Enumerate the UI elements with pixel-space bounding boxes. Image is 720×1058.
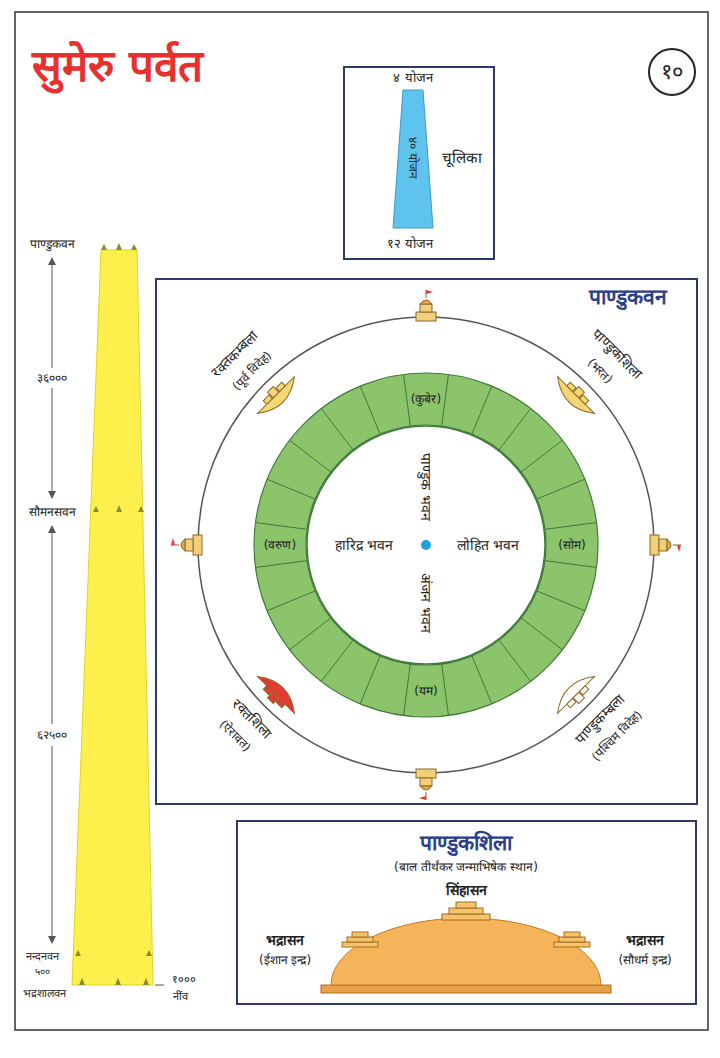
throne-tier bbox=[449, 908, 483, 914]
arrowhead bbox=[48, 525, 56, 533]
ring-segment-line bbox=[472, 386, 492, 434]
ring-segment-line bbox=[499, 640, 531, 681]
bhavan-name: लोहित भवन bbox=[457, 537, 519, 554]
ring-group bbox=[254, 373, 598, 717]
dimension: ४ योजन bbox=[393, 70, 432, 86]
page-number-circle: १० bbox=[648, 48, 696, 96]
ring-segment-line bbox=[442, 664, 449, 716]
shila bbox=[551, 670, 600, 719]
tree-marks bbox=[75, 243, 152, 985]
bhavan-name: अंजन भवन bbox=[418, 573, 435, 632]
page-border bbox=[15, 12, 708, 1030]
dimension: १२ योजन bbox=[387, 236, 433, 252]
mountain bbox=[72, 250, 153, 985]
throne-tier bbox=[456, 902, 476, 908]
ring-segment-line bbox=[521, 440, 562, 472]
seat-tier bbox=[559, 937, 585, 942]
ring-segment-line bbox=[255, 523, 307, 530]
ring-segment-line bbox=[499, 409, 531, 450]
leader-line bbox=[155, 985, 164, 986]
ring-segment-line bbox=[545, 523, 597, 530]
ring-segment-line bbox=[360, 386, 380, 434]
seat-name: भद्रासन bbox=[266, 932, 304, 949]
seat-owner: (ईशान इन्द्र) bbox=[259, 953, 311, 967]
ring-segment-line bbox=[267, 591, 315, 611]
level-name: सौमनसवन bbox=[29, 505, 76, 519]
temple bbox=[416, 290, 436, 321]
center-dot bbox=[421, 540, 431, 550]
temple bbox=[416, 769, 436, 800]
panel-title: पाण्डुकशिला bbox=[420, 831, 512, 856]
dimension: ५०० bbox=[35, 966, 50, 978]
dimension: ६२५०० bbox=[35, 728, 69, 742]
arrowhead bbox=[48, 491, 56, 499]
inner-circle: पाण्डुक भवन हारिद्र भवन लोहित भवन अंजन भवन bbox=[306, 425, 546, 665]
temple bbox=[650, 535, 681, 555]
shila bbox=[551, 371, 600, 420]
dimension: १००० bbox=[172, 973, 196, 986]
direction-name: (यम) bbox=[412, 684, 439, 698]
part-name: चूलिका bbox=[442, 149, 482, 167]
bhavan-name: हारिद्र भवन bbox=[335, 537, 393, 554]
ring-segment-line bbox=[360, 656, 380, 704]
bhavan-name: पाण्डुक भवन bbox=[418, 453, 435, 520]
arrowhead bbox=[48, 257, 56, 265]
ring-segment-line bbox=[255, 561, 307, 568]
ring-segment-line bbox=[472, 656, 492, 704]
arrowhead bbox=[48, 936, 56, 944]
ring-segment-line bbox=[321, 409, 353, 450]
ring-segment-line bbox=[537, 591, 585, 611]
dimension-line bbox=[52, 530, 53, 724]
dimension: ४० योजन bbox=[406, 137, 420, 179]
page-title: सुमेरु पर्वत bbox=[32, 40, 203, 93]
level-name: भद्रशालवन bbox=[23, 987, 66, 1000]
seat-tier bbox=[352, 932, 368, 937]
chulika-shape: ४० योजन bbox=[393, 90, 433, 228]
direction-name: (वरुण) bbox=[262, 538, 298, 552]
ring-segment-line bbox=[521, 618, 562, 650]
seat-tier bbox=[564, 932, 580, 937]
dimension-line bbox=[52, 262, 53, 368]
seat-owner: (सौधर्म इन्द्र) bbox=[618, 953, 671, 967]
chulika-box: ४ योजन चूलिका १२ योजन ४० योजन bbox=[343, 66, 495, 260]
temple bbox=[171, 535, 202, 555]
seat-tier bbox=[342, 942, 378, 947]
outer-circle bbox=[198, 317, 654, 773]
pandukshila-panel: पाण्डुकशिला (बाल तीर्थंकर जन्माभिषेक स्था… bbox=[236, 820, 697, 1005]
ring-segment-line bbox=[267, 479, 315, 499]
ring-segment-line bbox=[545, 561, 597, 568]
level-name: नींव bbox=[173, 990, 188, 1003]
chulika-trapezoid bbox=[393, 90, 433, 228]
dimension-line bbox=[52, 388, 53, 494]
seat-name: सिंहासन bbox=[446, 882, 487, 899]
dimension: ३६००० bbox=[35, 371, 69, 385]
ring-segment-line bbox=[290, 440, 331, 472]
seat-tier bbox=[554, 942, 590, 947]
level-name: नन्दनवन bbox=[26, 950, 59, 963]
panel-title: पाण्डुकवन bbox=[589, 285, 667, 310]
green-ring-band bbox=[254, 373, 598, 717]
ring-segment-line bbox=[290, 618, 331, 650]
shila bbox=[252, 371, 301, 420]
seat-tier bbox=[347, 937, 373, 942]
inner-circle-shape bbox=[307, 426, 545, 664]
throne-tier bbox=[442, 914, 490, 920]
direction-name: (कुबेर) bbox=[409, 392, 443, 406]
level-name: पाण्डुकवन bbox=[30, 237, 75, 251]
seat-name: भद्रासन bbox=[626, 932, 664, 949]
green-ring: (कुबेर) (वरुण) (सोम) (यम) पाण्डुक भवन हारिद्र… bbox=[254, 373, 598, 717]
dome-base bbox=[321, 985, 611, 993]
ring-segment-line bbox=[404, 664, 411, 716]
ring-segment-line bbox=[537, 479, 585, 499]
direction-name: (सोम) bbox=[556, 538, 587, 552]
dimension-line bbox=[52, 746, 53, 939]
ring-segment-line bbox=[321, 640, 353, 681]
panel-subtitle: (बाल तीर्थंकर जन्माभिषेक स्थान) bbox=[394, 860, 538, 874]
page-number: १० bbox=[661, 59, 683, 85]
shila bbox=[252, 670, 301, 719]
pandukshila-dome bbox=[331, 918, 601, 985]
